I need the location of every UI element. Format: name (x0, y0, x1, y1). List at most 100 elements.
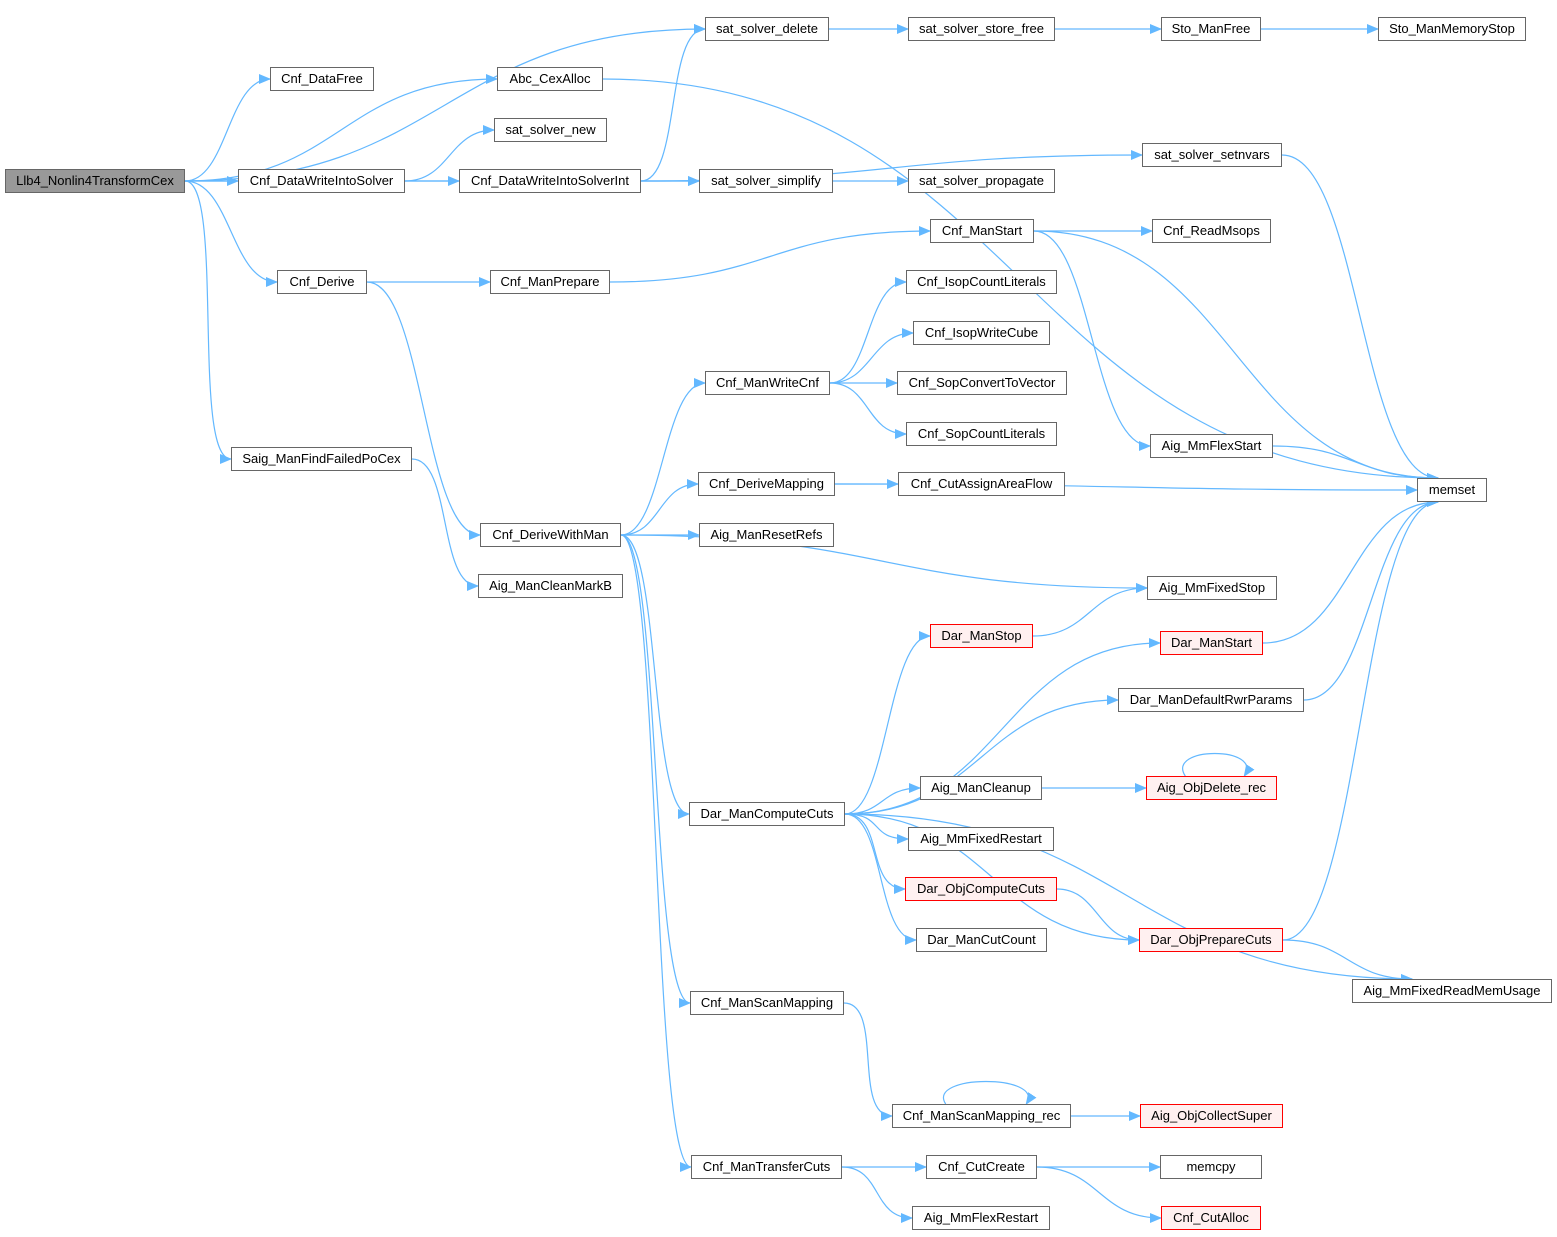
edge-mprep-to-mstart (609, 226, 931, 283)
edge-dcc-to-fixrestart (844, 813, 909, 844)
edge-rwr-to-memset (1303, 497, 1439, 701)
node-sssimp[interactable]: sat_solver_simplify (699, 169, 833, 193)
node-scan[interactable]: Cnf_ManScanMapping (690, 991, 844, 1015)
node-label: Llb4_Nonlin4TransformCex (16, 173, 174, 188)
node-label: Aig_MmFixedStop (1158, 580, 1266, 595)
node-label: Cnf_DataWriteIntoSolverInt (471, 173, 629, 188)
edge-dcc-to-cleanup (844, 783, 921, 815)
edge-transfer-to-flexrestart (841, 1166, 913, 1223)
edge-main-to-dfree (184, 74, 271, 182)
node-label: Cnf_SopConvertToVector (908, 375, 1056, 390)
edge-ssnv-to-memset (1281, 154, 1439, 483)
node-fixrestart[interactable]: Aig_MmFixedRestart (908, 827, 1054, 851)
edge-main-to-derive (184, 180, 278, 287)
node-label: Dar_ManStop (941, 628, 1022, 643)
node-collect[interactable]: Aig_ObjCollectSuper (1140, 1104, 1283, 1128)
edge-scan-to-scanrec (843, 1002, 893, 1121)
node-darstop[interactable]: Dar_ManStop (930, 624, 1033, 648)
node-mprep[interactable]: Cnf_ManPrepare (490, 270, 610, 294)
node-label: Cnf_ManScanMapping_rec (902, 1108, 1061, 1123)
node-label: Dar_ManComputeCuts (700, 806, 834, 821)
edge-scanrec-to-scanrec (942, 1080, 1037, 1105)
node-cutalloc[interactable]: Cnf_CutAlloc (1161, 1206, 1261, 1230)
node-isopcl[interactable]: Cnf_IsopCountLiterals (906, 270, 1057, 294)
node-resetrefs[interactable]: Aig_ManResetRefs (699, 523, 834, 547)
node-label: Saig_ManFindFailedPoCex (242, 451, 401, 466)
edge-objdel-to-objdel (1182, 752, 1255, 777)
node-fixstop[interactable]: Aig_MmFixedStop (1147, 576, 1277, 600)
node-darstart[interactable]: Dar_ManStart (1160, 631, 1263, 655)
edge-dwisi-to-ssdel (640, 24, 706, 182)
node-label: Aig_ManCleanMarkB (489, 578, 612, 593)
node-label: Cnf_ManStart (941, 223, 1023, 238)
node-scanrec[interactable]: Cnf_ManScanMapping_rec (892, 1104, 1071, 1128)
node-label: Cnf_DeriveWithMan (492, 527, 609, 542)
node-transfer[interactable]: Cnf_ManTransferCuts (691, 1155, 842, 1179)
node-label: Dar_ManStart (1171, 635, 1252, 650)
edge-mwcnf-to-isopcl (829, 277, 907, 384)
node-memset[interactable]: memset (1417, 478, 1487, 502)
node-label: Dar_ObjPrepareCuts (1150, 932, 1272, 947)
node-sopcv[interactable]: Cnf_SopConvertToVector (897, 371, 1067, 395)
node-label: Cnf_IsopWriteCube (924, 325, 1039, 340)
node-rwr[interactable]: Dar_ManDefaultRwrParams (1118, 688, 1304, 712)
node-label: Cnf_CutAssignAreaFlow (910, 476, 1053, 491)
node-cleanup[interactable]: Aig_ManCleanup (920, 776, 1042, 800)
node-ssfree[interactable]: sat_solver_store_free (908, 17, 1055, 41)
node-caaf[interactable]: Cnf_CutAssignAreaFlow (898, 472, 1065, 496)
node-label: Dar_ObjComputeCuts (917, 881, 1045, 896)
node-derive[interactable]: Cnf_Derive (277, 270, 367, 294)
node-flexrestart[interactable]: Aig_MmFlexRestart (912, 1206, 1050, 1230)
edge-dcc-to-darstop (844, 631, 931, 815)
node-label: Aig_ObjCollectSuper (1151, 1108, 1272, 1123)
edge-occ-to-opc (1056, 888, 1140, 945)
node-label: Aig_MmFixedRestart (920, 831, 1042, 846)
node-ssnew[interactable]: sat_solver_new (494, 118, 607, 142)
node-ssnv[interactable]: sat_solver_setnvars (1142, 143, 1282, 167)
node-label: sat_solver_setnvars (1154, 147, 1270, 162)
node-stofree[interactable]: Sto_ManFree (1161, 17, 1261, 41)
node-objdel[interactable]: Aig_ObjDelete_rec (1146, 776, 1277, 800)
edge-dcc-to-rwr (844, 695, 1119, 815)
node-label: Aig_MmFlexRestart (923, 1210, 1039, 1225)
edge-darstart-to-memset (1262, 497, 1439, 644)
node-cutcreate[interactable]: Cnf_CutCreate (926, 1155, 1037, 1179)
node-opc[interactable]: Dar_ObjPrepareCuts (1139, 928, 1283, 952)
node-ssdel[interactable]: sat_solver_delete (705, 17, 829, 41)
node-mstart[interactable]: Cnf_ManStart (930, 219, 1034, 243)
node-saig[interactable]: Saig_ManFindFailedPoCex (231, 447, 412, 471)
node-dwisi[interactable]: Cnf_DataWriteIntoSolverInt (459, 169, 641, 193)
node-memusage[interactable]: Aig_MmFixedReadMemUsage (1352, 979, 1552, 1003)
node-dwm[interactable]: Cnf_DeriveWithMan (480, 523, 621, 547)
node-msops[interactable]: Cnf_ReadMsops (1152, 219, 1271, 243)
node-label: Cnf_CutCreate (938, 1159, 1025, 1174)
edge-opc-to-memusage (1282, 939, 1413, 984)
node-dfree[interactable]: Cnf_DataFree (270, 67, 374, 91)
node-label: Dar_ManDefaultRwrParams (1129, 692, 1293, 707)
node-label: Aig_MmFlexStart (1161, 438, 1262, 453)
node-main[interactable]: Llb4_Nonlin4TransformCex (5, 169, 185, 193)
node-dcc[interactable]: Dar_ManComputeCuts (689, 802, 845, 826)
node-flexstart[interactable]: Aig_MmFlexStart (1150, 434, 1273, 458)
node-cutcount[interactable]: Dar_ManCutCount (916, 928, 1047, 952)
node-label: memset (1428, 482, 1476, 497)
node-label: Cnf_ManWriteCnf (715, 375, 820, 390)
node-cex[interactable]: Abc_CexAlloc (497, 67, 603, 91)
node-occ[interactable]: Dar_ObjComputeCuts (905, 877, 1057, 901)
node-label: Cnf_ReadMsops (1163, 223, 1260, 238)
node-sopcl[interactable]: Cnf_SopCountLiterals (906, 422, 1057, 446)
node-isopwc[interactable]: Cnf_IsopWriteCube (913, 321, 1050, 345)
node-mwcnf[interactable]: Cnf_ManWriteCnf (705, 371, 830, 395)
edge-mwcnf-to-isopwc (829, 328, 914, 384)
node-dmap[interactable]: Cnf_DeriveMapping (698, 472, 835, 496)
node-label: memcpy (1186, 1159, 1236, 1174)
edge-main-to-cex (184, 74, 498, 182)
node-label: Cnf_ManScanMapping (700, 995, 834, 1010)
node-ssprop[interactable]: sat_solver_propagate (908, 169, 1055, 193)
node-stomem[interactable]: Sto_ManMemoryStop (1378, 17, 1526, 41)
node-memcpy[interactable]: memcpy (1160, 1155, 1262, 1179)
node-dwis[interactable]: Cnf_DataWriteIntoSolver (238, 169, 405, 193)
node-label: Cnf_ManPrepare (500, 274, 600, 289)
node-cmb[interactable]: Aig_ManCleanMarkB (478, 574, 623, 598)
